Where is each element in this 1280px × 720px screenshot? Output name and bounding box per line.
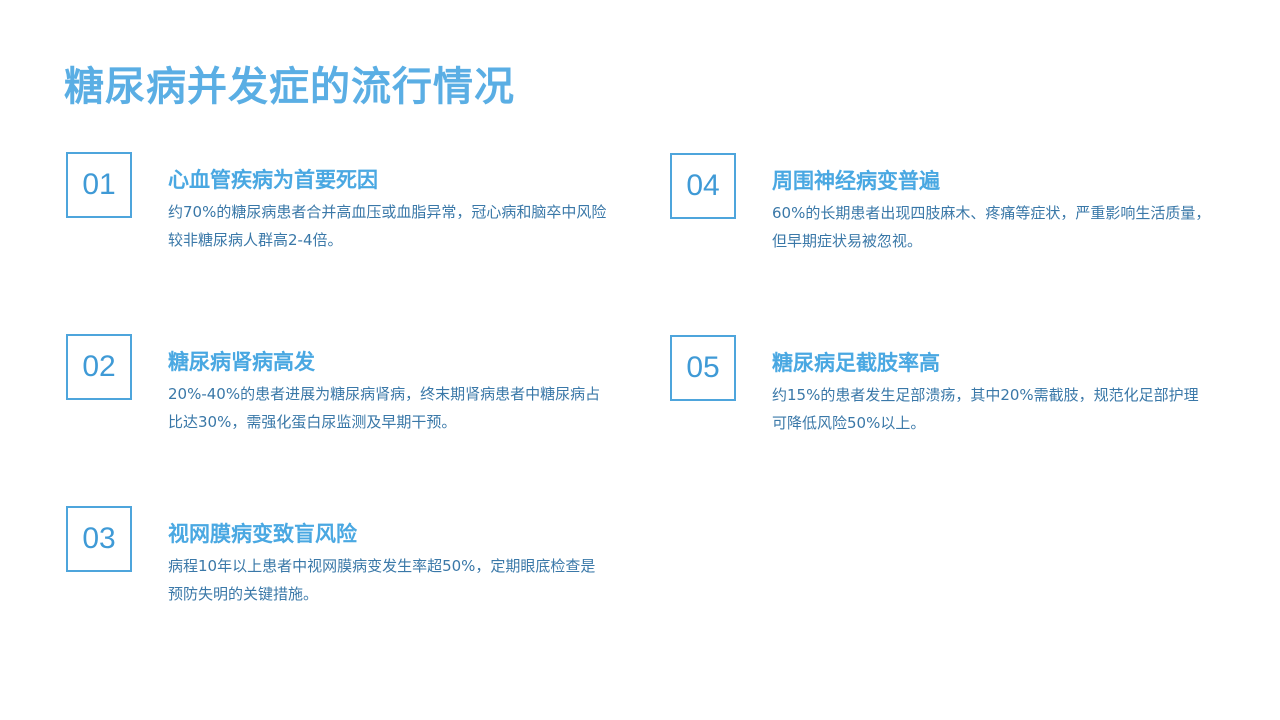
item-number-badge: 03 (66, 506, 132, 572)
list-item: 03 视网膜病变致盲风险 病程10年以上患者中视网膜病变发生率超50%，定期眼底… (66, 506, 626, 626)
item-description: 病程10年以上患者中视网膜病变发生率超50%，定期眼底检查是预防失明的关键措施。 (168, 557, 596, 603)
item-heading: 视网膜病变致盲风险 (168, 522, 357, 546)
item-heading: 心血管疾病为首要死因 (168, 168, 378, 192)
list-item: 01 心血管疾病为首要死因 约70%的糖尿病患者合并高血压或血脂异常，冠心病和脑… (66, 152, 626, 272)
item-description: 约70%的糖尿病患者合并高血压或血脂异常，冠心病和脑卒中风险较非糖尿病人群高2-… (168, 203, 607, 249)
item-number-badge: 02 (66, 334, 132, 400)
list-item: 02 糖尿病肾病高发 20%-40%的患者进展为糖尿病肾病，终末期肾病患者中糖尿… (66, 334, 626, 454)
page-title: 糖尿病并发症的流行情况 (64, 63, 515, 110)
item-heading: 糖尿病肾病高发 (168, 350, 315, 374)
list-item: 05 糖尿病足截肢率高 约15%的患者发生足部溃疡，其中20%需截肢，规范化足部… (670, 335, 1230, 455)
item-number-badge: 04 (670, 153, 736, 219)
item-heading: 糖尿病足截肢率高 (772, 351, 940, 375)
item-number-badge: 05 (670, 335, 736, 401)
item-number-badge: 01 (66, 152, 132, 218)
list-item: 04 周围神经病变普遍 60%的长期患者出现四肢麻木、疼痛等症状，严重影响生活质… (670, 153, 1230, 273)
item-description: 20%-40%的患者进展为糖尿病肾病，终末期肾病患者中糖尿病占比达30%，需强化… (168, 385, 601, 431)
item-description: 约15%的患者发生足部溃疡，其中20%需截肢，规范化足部护理可降低风险50%以上… (772, 386, 1199, 432)
item-description: 60%的长期患者出现四肢麻木、疼痛等症状，严重影响生活质量，但早期症状易被忽视。 (772, 204, 1211, 250)
item-heading: 周围神经病变普遍 (772, 169, 940, 193)
